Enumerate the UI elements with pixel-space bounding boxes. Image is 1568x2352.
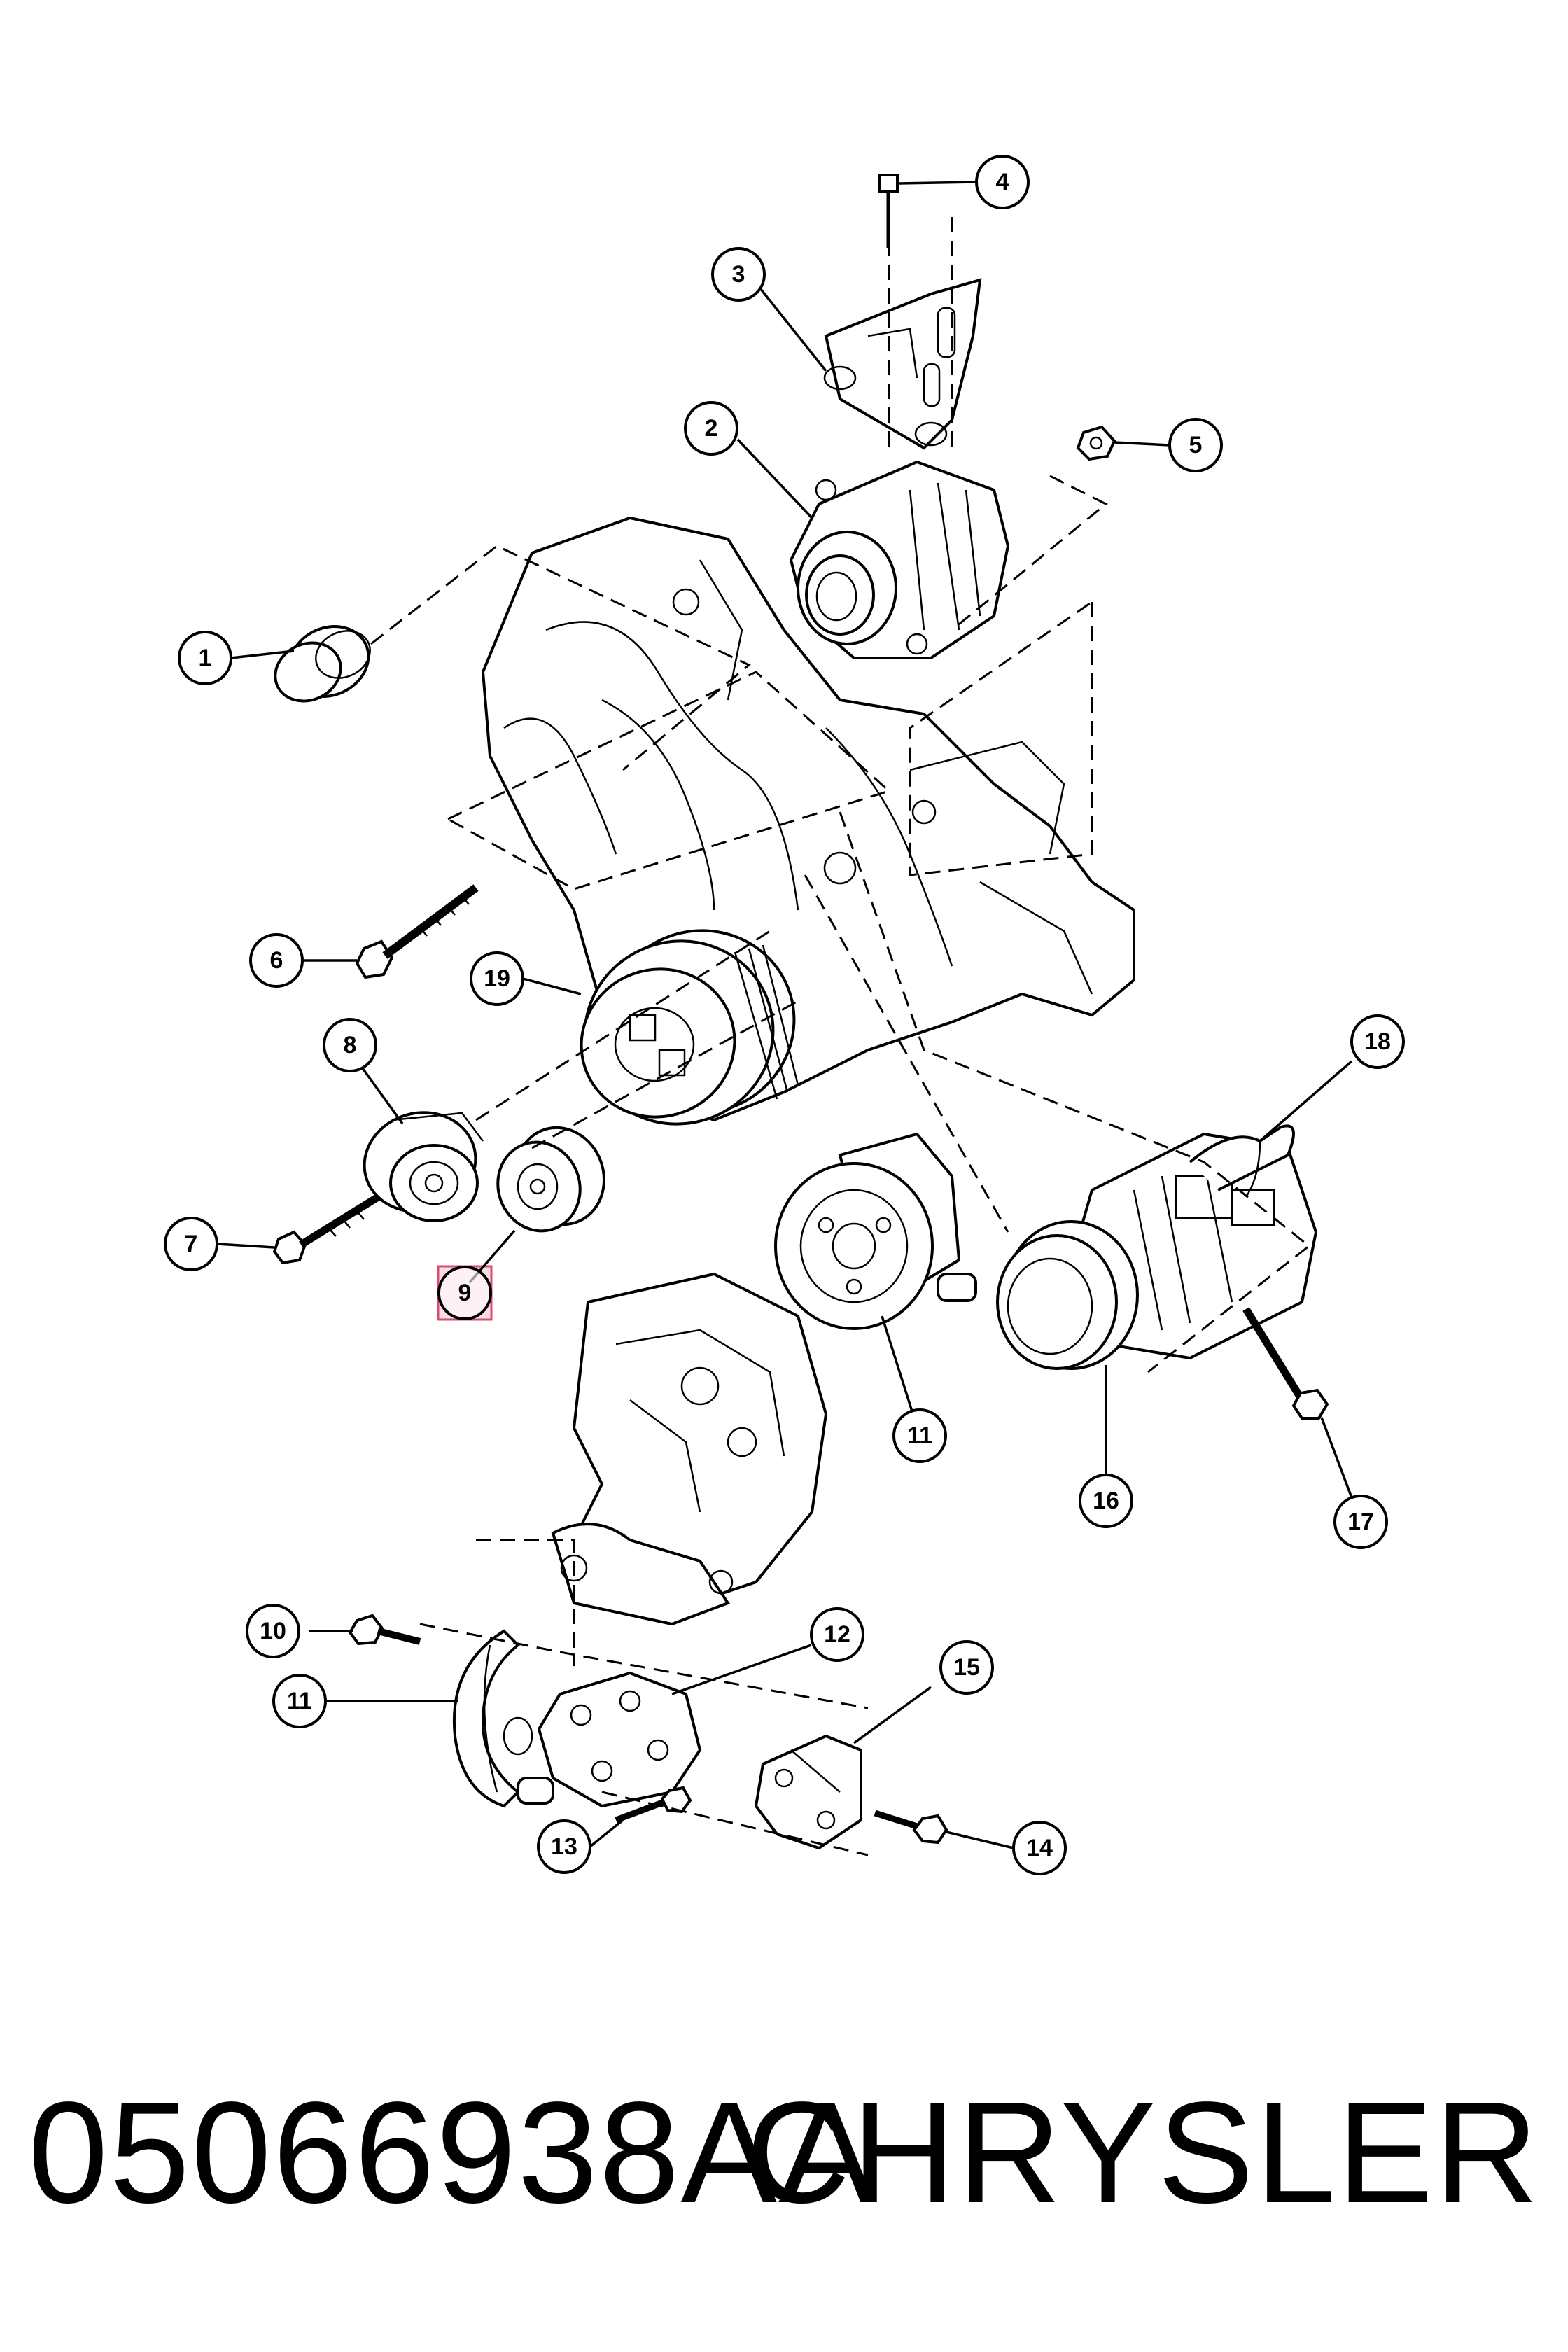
callout-19[interactable]: 19 (470, 951, 524, 1006)
callout-14[interactable]: 14 (1012, 1821, 1067, 1875)
leader-lines (216, 181, 1362, 1849)
svg-text:16: 16 (1093, 1488, 1119, 1514)
parts-diagram: 1 2 3 4 5 6 7 8 9 10 11 11 (164, 155, 1405, 1875)
callout-6[interactable]: 6 (249, 933, 304, 988)
svg-text:4: 4 (996, 169, 1009, 195)
lower-engine-bracket (551, 1272, 828, 1626)
part-number: 05066938AA (28, 2072, 876, 2233)
svg-text:11: 11 (907, 1422, 932, 1449)
part-bolt-13 (615, 1786, 692, 1823)
part-power-steering-pump-lower (503, 1671, 702, 1808)
part-bolt-10 (348, 1614, 421, 1646)
callout-3[interactable]: 3 (711, 247, 766, 302)
svg-text:1: 1 (199, 645, 212, 671)
callout-7[interactable]: 7 (164, 1217, 218, 1271)
callout-11-lower[interactable]: 11 (272, 1674, 327, 1728)
svg-text:7: 7 (185, 1231, 198, 1257)
svg-text:6: 6 (270, 947, 284, 974)
svg-text:13: 13 (551, 1833, 578, 1860)
part-ac-hose (1189, 1124, 1295, 1198)
callout-9[interactable]: 9 (438, 1266, 492, 1320)
svg-text:11: 11 (287, 1688, 312, 1714)
part-bolt-4 (878, 174, 899, 248)
part-bolt-7 (272, 1194, 380, 1265)
part-bolt-17 (1242, 1307, 1329, 1420)
part-bolt-14 (874, 1809, 948, 1844)
footer: 05066938AA CHRYSLER (28, 2076, 1540, 2230)
callout-13[interactable]: 13 (537, 1819, 592, 1874)
part-alternator (789, 460, 1010, 659)
callout-4[interactable]: 4 (975, 155, 1030, 209)
callout-8[interactable]: 8 (323, 1018, 377, 1072)
callout-18[interactable]: 18 (1350, 1014, 1405, 1069)
svg-text:17: 17 (1348, 1508, 1374, 1535)
part-ac-compressor (996, 1132, 1318, 1370)
part-cap (274, 625, 371, 703)
svg-text:2: 2 (705, 415, 718, 442)
callout-16[interactable]: 16 (1079, 1474, 1133, 1528)
callout-17[interactable]: 17 (1334, 1494, 1388, 1549)
part-nut-5 (1076, 425, 1116, 461)
part-pump-bracket (754, 1734, 862, 1850)
callout-11-upper[interactable]: 11 (892, 1408, 947, 1463)
part-pulley-lower (452, 1629, 520, 1808)
svg-text:12: 12 (824, 1621, 850, 1648)
part-tensioner (363, 1111, 484, 1222)
callout-5[interactable]: 5 (1168, 418, 1223, 472)
part-alternator-bracket (823, 278, 982, 450)
svg-text:18: 18 (1364, 1028, 1391, 1055)
part-power-steering-pump-upper (774, 1132, 977, 1330)
svg-text:10: 10 (260, 1618, 286, 1644)
callout-12[interactable]: 12 (810, 1607, 864, 1662)
svg-text:15: 15 (953, 1654, 980, 1681)
exploded-guide-lines (370, 217, 1311, 1856)
svg-text:19: 19 (484, 965, 510, 992)
svg-text:14: 14 (1026, 1835, 1053, 1861)
callout-1[interactable]: 1 (178, 631, 232, 685)
callout-2[interactable]: 2 (684, 401, 738, 456)
part-bolt-6 (355, 884, 479, 979)
brand-name: CHRYSLER (746, 2072, 1540, 2233)
svg-text:3: 3 (732, 261, 746, 288)
part-damper-pulley (580, 929, 799, 1126)
callout-10[interactable]: 10 (246, 1604, 300, 1658)
svg-text:5: 5 (1189, 432, 1203, 458)
callout-15[interactable]: 15 (939, 1640, 994, 1695)
svg-text:9: 9 (458, 1280, 472, 1306)
part-idler-pulley (496, 1126, 606, 1233)
svg-text:8: 8 (344, 1032, 357, 1058)
